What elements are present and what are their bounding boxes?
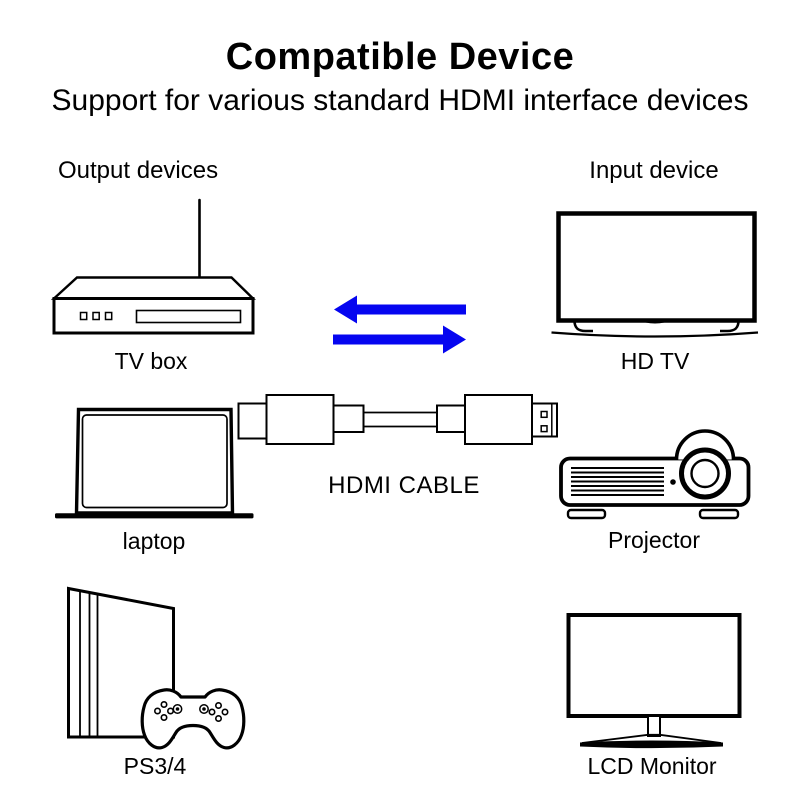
ps-label: PS3/4 xyxy=(123,753,187,779)
hdmi-plug-left-tip xyxy=(237,402,268,440)
tv-box-icon xyxy=(50,198,256,335)
projector-indicator-dot xyxy=(670,479,676,485)
projector-icon xyxy=(559,429,751,520)
tv-box-label: TV box xyxy=(114,348,188,374)
hd-tv-icon xyxy=(551,211,759,338)
projector-lens-inner xyxy=(690,458,720,489)
laptop-base xyxy=(55,513,254,519)
hd-tv-label: HD TV xyxy=(620,348,690,374)
lcd-monitor-label: LCD Monitor xyxy=(587,753,717,779)
laptop-icon xyxy=(55,407,254,519)
hdmi-plug-left-body xyxy=(265,394,335,445)
arrow-right-icon xyxy=(333,325,466,354)
projector-foot-right xyxy=(698,508,740,520)
gamepad-dpad xyxy=(154,700,175,721)
tv-box-slot xyxy=(135,309,242,324)
lcd-monitor-icon xyxy=(566,613,742,749)
input-device-heading: Input device xyxy=(589,157,719,184)
lcd-neck xyxy=(647,715,661,737)
gamepad-buttons xyxy=(208,701,229,722)
arrow-left-icon xyxy=(334,295,466,324)
projector-label: Projector xyxy=(607,527,701,553)
hdmi-cable-label: HDMI CABLE xyxy=(328,472,480,499)
tv-box-top xyxy=(50,276,256,300)
gamepad-sticks xyxy=(172,704,209,714)
lcd-base-top xyxy=(581,733,722,744)
hd-tv-notch xyxy=(636,319,674,324)
hdmi-cable-icon xyxy=(237,394,558,445)
output-devices-heading: Output devices xyxy=(58,157,219,184)
gamepad-icon xyxy=(140,688,246,750)
projector-vents xyxy=(571,467,664,496)
page-title: Compatible Device xyxy=(225,36,575,78)
hdmi-plug-right-body xyxy=(464,394,533,445)
page-subtitle: Support for various standard HDMI interf… xyxy=(51,84,749,117)
lcd-base-bar xyxy=(580,740,723,749)
projector-foot-left xyxy=(566,508,607,520)
hd-tv-stand-line xyxy=(551,331,759,338)
laptop-label: laptop xyxy=(122,528,186,554)
